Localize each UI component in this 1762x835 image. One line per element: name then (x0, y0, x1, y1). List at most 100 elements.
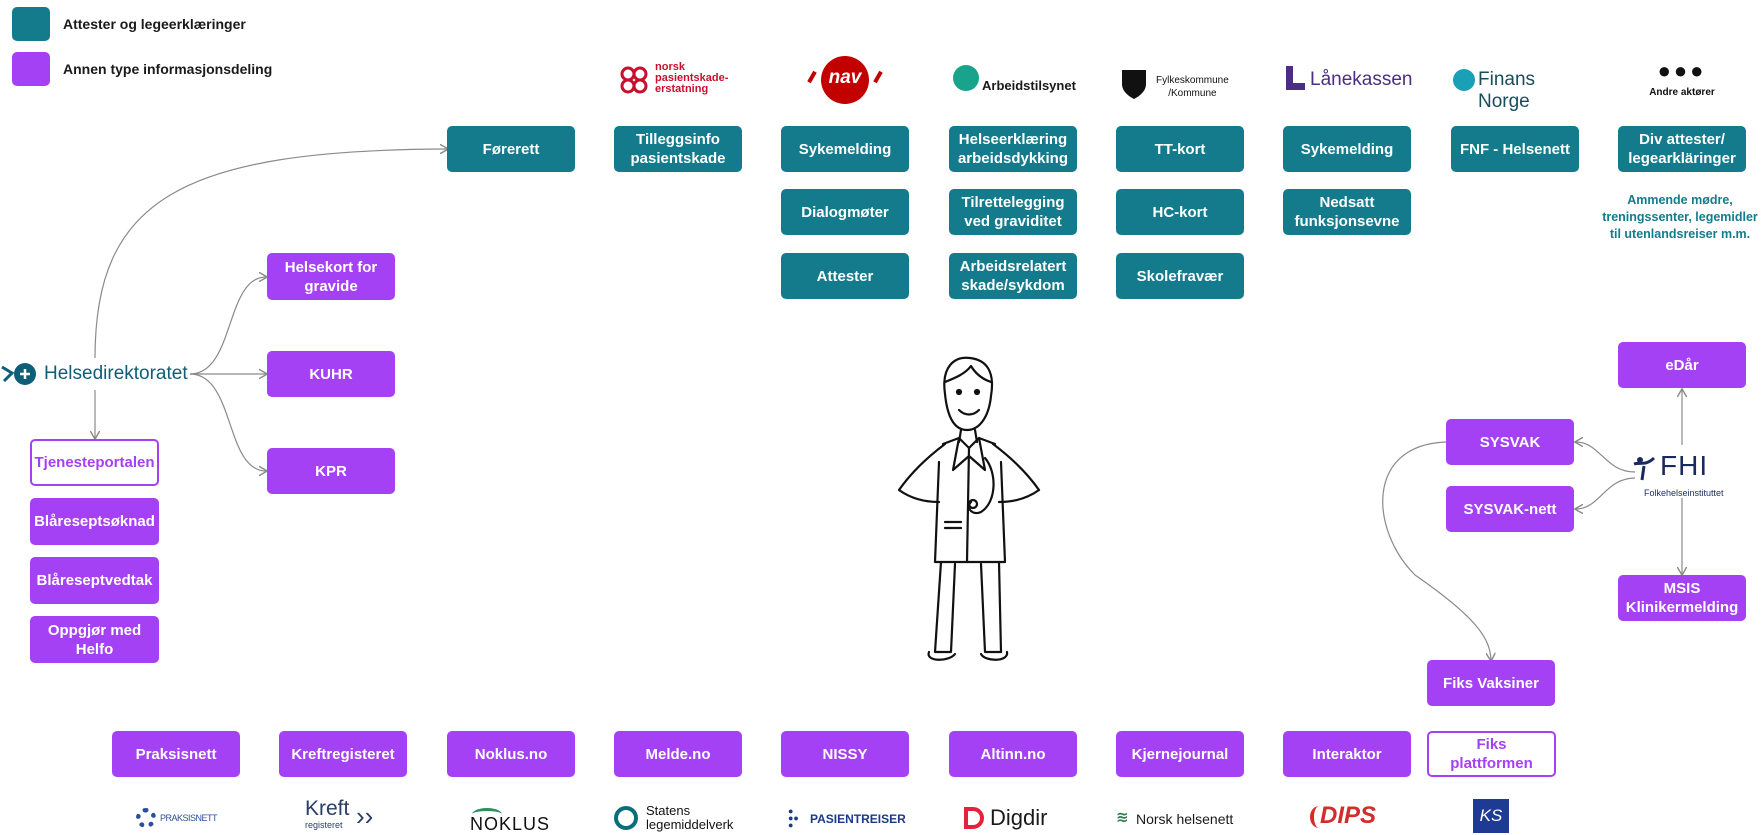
praksisnett-box[interactable]: Praksisnett (112, 731, 240, 777)
fhi-logo: FHI Folkehelseinstituttet (1632, 450, 1732, 500)
arbeidstilsynet-mark-icon (953, 65, 979, 91)
norsk-helsenett-logo-text: Norsk helsenett (1136, 811, 1234, 827)
npe-logo-text: norsk pasientskade- erstatning (655, 61, 729, 95)
connector-hdir-helsekort (189, 277, 266, 375)
connector-hdir-kpr (189, 373, 266, 471)
pasientreiser-dots-icon: ●●●● (788, 806, 799, 830)
fhi-logo-subtext: Folkehelseinstituttet (1644, 488, 1724, 498)
interaktor-box[interactable]: Interaktor (1283, 731, 1411, 777)
noklus-box[interactable]: Noklus.no (447, 731, 575, 777)
andre-aktorer-text: Andre aktører (1649, 87, 1715, 98)
kjernejournal-box[interactable]: Kjernejournal (1116, 731, 1244, 777)
noklus-arc-icon (472, 808, 502, 821)
nav-attester-box[interactable]: Attester (781, 253, 909, 299)
nav-sykemelding-box[interactable]: Sykemelding (781, 126, 909, 172)
fhi-mark-icon (1633, 456, 1656, 481)
finans-norge-logo: Finans Norge (1453, 66, 1588, 112)
sysvak-nett-box[interactable]: SYSVAK-nett (1446, 486, 1574, 532)
melde-box[interactable]: Melde.no (614, 731, 742, 777)
nedsatt-funksjonsevne-box[interactable]: Nedsatt funksjonsevne (1283, 189, 1411, 235)
clover-icon (136, 808, 156, 828)
legend-label-purple: Annen type informasjonsdeling (63, 61, 273, 77)
digdir-logo: Digdir (964, 805, 1074, 833)
legemiddelverk-logo-text: legemiddelverk (646, 817, 734, 832)
noklus-logo-text: NOKLUS (470, 814, 551, 834)
lanekassen-logo-text: Lånekassen (1310, 69, 1413, 90)
lanekassen-sykemelding-box[interactable]: Sykemelding (1283, 126, 1411, 172)
blareseptsoknad-box[interactable]: Blåreseptsøknad (30, 498, 159, 545)
dips-logo: DIPS (1310, 802, 1390, 834)
helsekort-gravide-box[interactable]: Helsekort for gravide (267, 253, 395, 300)
noklus-logo: NOKLUS (470, 808, 560, 834)
fiks-plattformen-box[interactable]: Fiks plattformen (1427, 731, 1556, 777)
praksisnett-logo-text: PRAKSISNETT (160, 813, 218, 823)
dips-logo-text: DIPS (1320, 802, 1377, 829)
digdir-mark-icon (964, 807, 984, 829)
kreftregisteret-box[interactable]: Kreftregisteret (279, 731, 407, 777)
hc-kort-box[interactable]: HC-kort (1116, 189, 1244, 235)
connector-hdir-forerett (94, 149, 447, 359)
helsedirektoratet-logo-text: Helsedirektoratet (44, 363, 188, 384)
legemiddelverk-logo: Statens legemiddelverk (614, 803, 749, 835)
shield-icon (1122, 70, 1146, 99)
kreft-chevron-icon: ›› (356, 801, 374, 831)
fhi-logo-text: FHI (1660, 450, 1709, 481)
arbeidsrelatert-skade-box[interactable]: Arbeidsrelatert skade/sykdom (949, 253, 1077, 299)
helsenett-wave-icon: ≋ (1116, 809, 1129, 826)
oppgjor-helfo-box[interactable]: Oppgjør med Helfo (30, 616, 159, 663)
lanekassen-mark-icon (1286, 66, 1293, 90)
fylkeskommune-logo-text: Fylkeskommune /Kommune (1156, 75, 1229, 99)
tilrettelegging-graviditet-box[interactable]: Tilrettelegging ved graviditet (949, 189, 1077, 235)
legend-label-teal: Attester og legeerklæringer (63, 16, 246, 32)
kuhr-box[interactable]: KUHR (267, 351, 395, 397)
sysvak-box[interactable]: SYSVAK (1446, 419, 1574, 465)
doctor-illustration (897, 356, 1041, 661)
arbeidstilsynet-logo-text: Arbeidstilsynet (982, 78, 1076, 93)
fnf-helsenett-box[interactable]: FNF - Helsenett (1451, 126, 1579, 172)
div-attester-box[interactable]: Div attester/ legearkläringer (1618, 126, 1746, 172)
finans-norge-mark-icon (1453, 69, 1475, 91)
altinn-box[interactable]: Altinn.no (949, 731, 1077, 777)
registeret-logo-text: registeret (305, 820, 343, 830)
tt-kort-box[interactable]: TT-kort (1116, 126, 1244, 172)
connector-fhi-sysvak (1576, 442, 1636, 473)
tjenesteportalen-box[interactable]: Tjenesteportalen (30, 439, 159, 486)
msis-klinikermelding-box[interactable]: MSIS Klinikermelding (1618, 575, 1746, 621)
dips-arc-icon (1310, 806, 1328, 828)
nav-logo-text: nav (828, 67, 862, 88)
legend-swatch-teal (12, 7, 50, 41)
fiks-vaksiner-box[interactable]: Fiks Vaksiner (1427, 660, 1555, 706)
pasientreiser-logo: ●●●● PASIENTREISER (788, 806, 913, 830)
digdir-logo-text: Digdir (990, 805, 1048, 830)
helseerklaering-arbeidsdykking-box[interactable]: Helseerklæring arbeidsdykking (949, 126, 1077, 172)
blareseptvedtak-box[interactable]: Blåreseptvedtak (30, 557, 159, 604)
lanekassen-logo: Lånekassen (1286, 64, 1416, 94)
forerett-box[interactable]: Førerett (447, 126, 575, 172)
pasientreiser-logo-text: PASIENTREISER (810, 812, 906, 826)
helsedirektoratet-logo: Helsedirektoratet (0, 360, 192, 388)
skolefravaer-box[interactable]: Skolefravær (1116, 253, 1244, 299)
legend-swatch-purple (12, 52, 50, 86)
statens-logo-text: Statens (646, 803, 691, 818)
nav-dialogmoter-box[interactable]: Dialogmøter (781, 189, 909, 235)
kpr-box[interactable]: KPR (267, 448, 395, 494)
connector-sysvak-fiks (1382, 441, 1491, 660)
npe-logo: norsk pasientskade- erstatning (618, 62, 743, 100)
kreft-logo-text: Kreft (305, 797, 350, 820)
ks-logo: KS (1473, 799, 1509, 833)
dots-icon: ●●● (1657, 58, 1707, 83)
connector-fhi-sysvak-nett (1576, 477, 1636, 509)
ks-logo-text: KS (1479, 806, 1503, 825)
praksisnett-logo: PRAKSISNETT (136, 808, 236, 830)
edar-box[interactable]: eDår (1618, 342, 1746, 388)
andre-aktorer-logo: ●●● Andre aktører (1612, 58, 1752, 102)
legemiddelverk-mark-icon (614, 806, 638, 830)
helsedirektoratet-mark-icon (1, 363, 36, 385)
nissy-box[interactable]: NISSY (781, 731, 909, 777)
fylkeskommune-logo: Fylkeskommune /Kommune (1120, 68, 1250, 102)
nav-logo: nav (806, 55, 886, 104)
finans-norge-logo-text: Finans Norge (1478, 69, 1536, 112)
tilleggsinfo-pasientskade-box[interactable]: Tilleggsinfo pasientskade (614, 126, 742, 172)
arbeidstilsynet-logo: Arbeidstilsynet (953, 65, 1076, 95)
